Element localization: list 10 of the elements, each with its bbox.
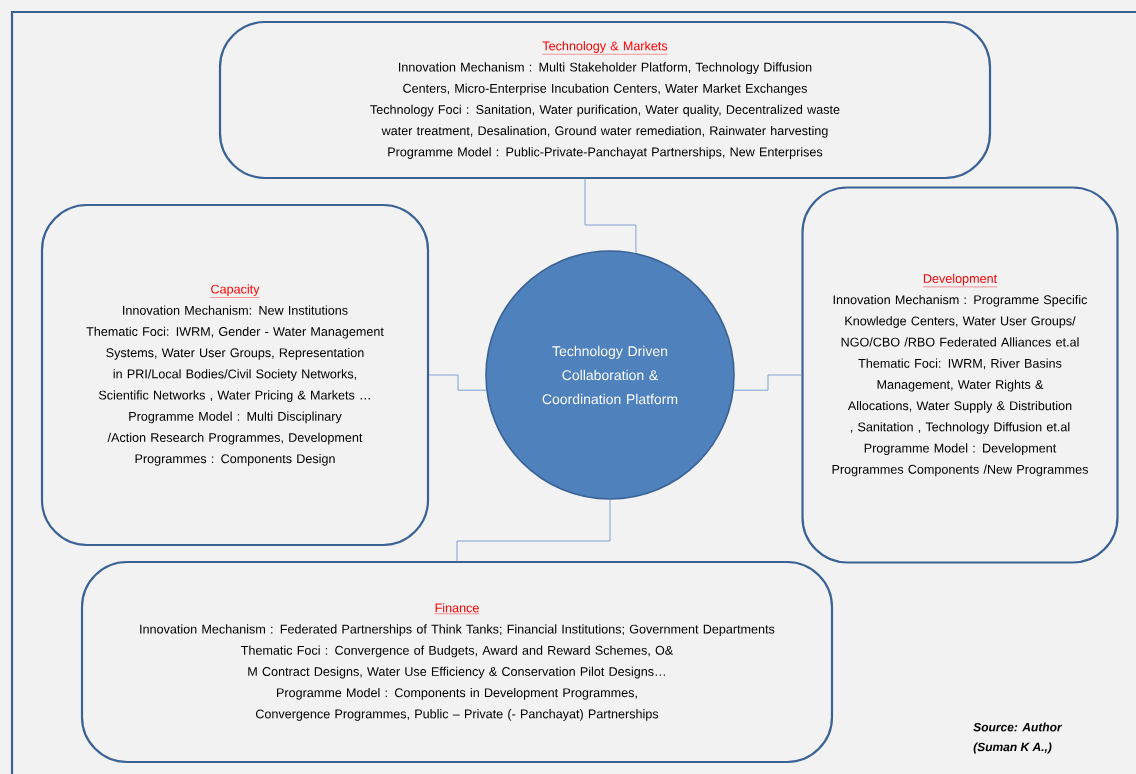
rounded-box: Technology & Markets Innovation Mechanism : Multi Stakeholder Platform, Technology Diffusion Centers, Micro-Enterprise Incubation Centers, Water Market Exchanges Technology Foci : Sanitation, Water purification, Water quality, Decentralized waste water treatment, Desalination, Ground water remediation, Rainwater harvesting Programme Model : Public-Private-Panchayat Partnerships, New Enterprises <box>218 20 992 180</box>
connector-line <box>428 374 487 391</box>
source-note: (Suman K A.,) <box>973 742 1052 754</box>
connector-line <box>584 178 637 254</box>
rounded-box: Development Innovation Mechanism : Programme Specific Knowledge Centers, Water User Groups/ NGO/CBO /RBO Federated Alliances et.al Thematic Foci: IWRM, River Basins Management, Water Rights & Allocations, Water Supply & Distribution , Sanitation , Technology Diffusion et.al Programme Model : Development Programmes Components /New Programmes <box>801 186 1119 564</box>
rounded-box: Finance Innovation Mechanism : Federated Partnerships of Think Tanks; Financial Institutions; Government Departments Thematic Foci : Convergence of Budgets, Award and Reward Schemes, O& M Contract Designs, Water Use Efficiency & Conservation Pilot Designs… Programme Model : Components in Development Programmes, Convergence Programmes, Public – Private (- Panchayat) Partnerships <box>80 560 834 764</box>
source-note: Source: Author <box>973 722 1063 732</box>
connector-line <box>733 374 802 391</box>
rounded-box: Capacity Innovation Mechanism: New Institutions Thematic Foci: IWRM, Gender - Water Management Systems, Water User Groups, Representation in PRI/Local Bodies/Civil Society Networks, Scientific Networks , Water Pricing & Markets … Programme Model : Multi Disciplinary /Action Research Programmes, Development Programmes : Components Design <box>40 203 430 547</box>
connector-line <box>456 499 611 562</box>
